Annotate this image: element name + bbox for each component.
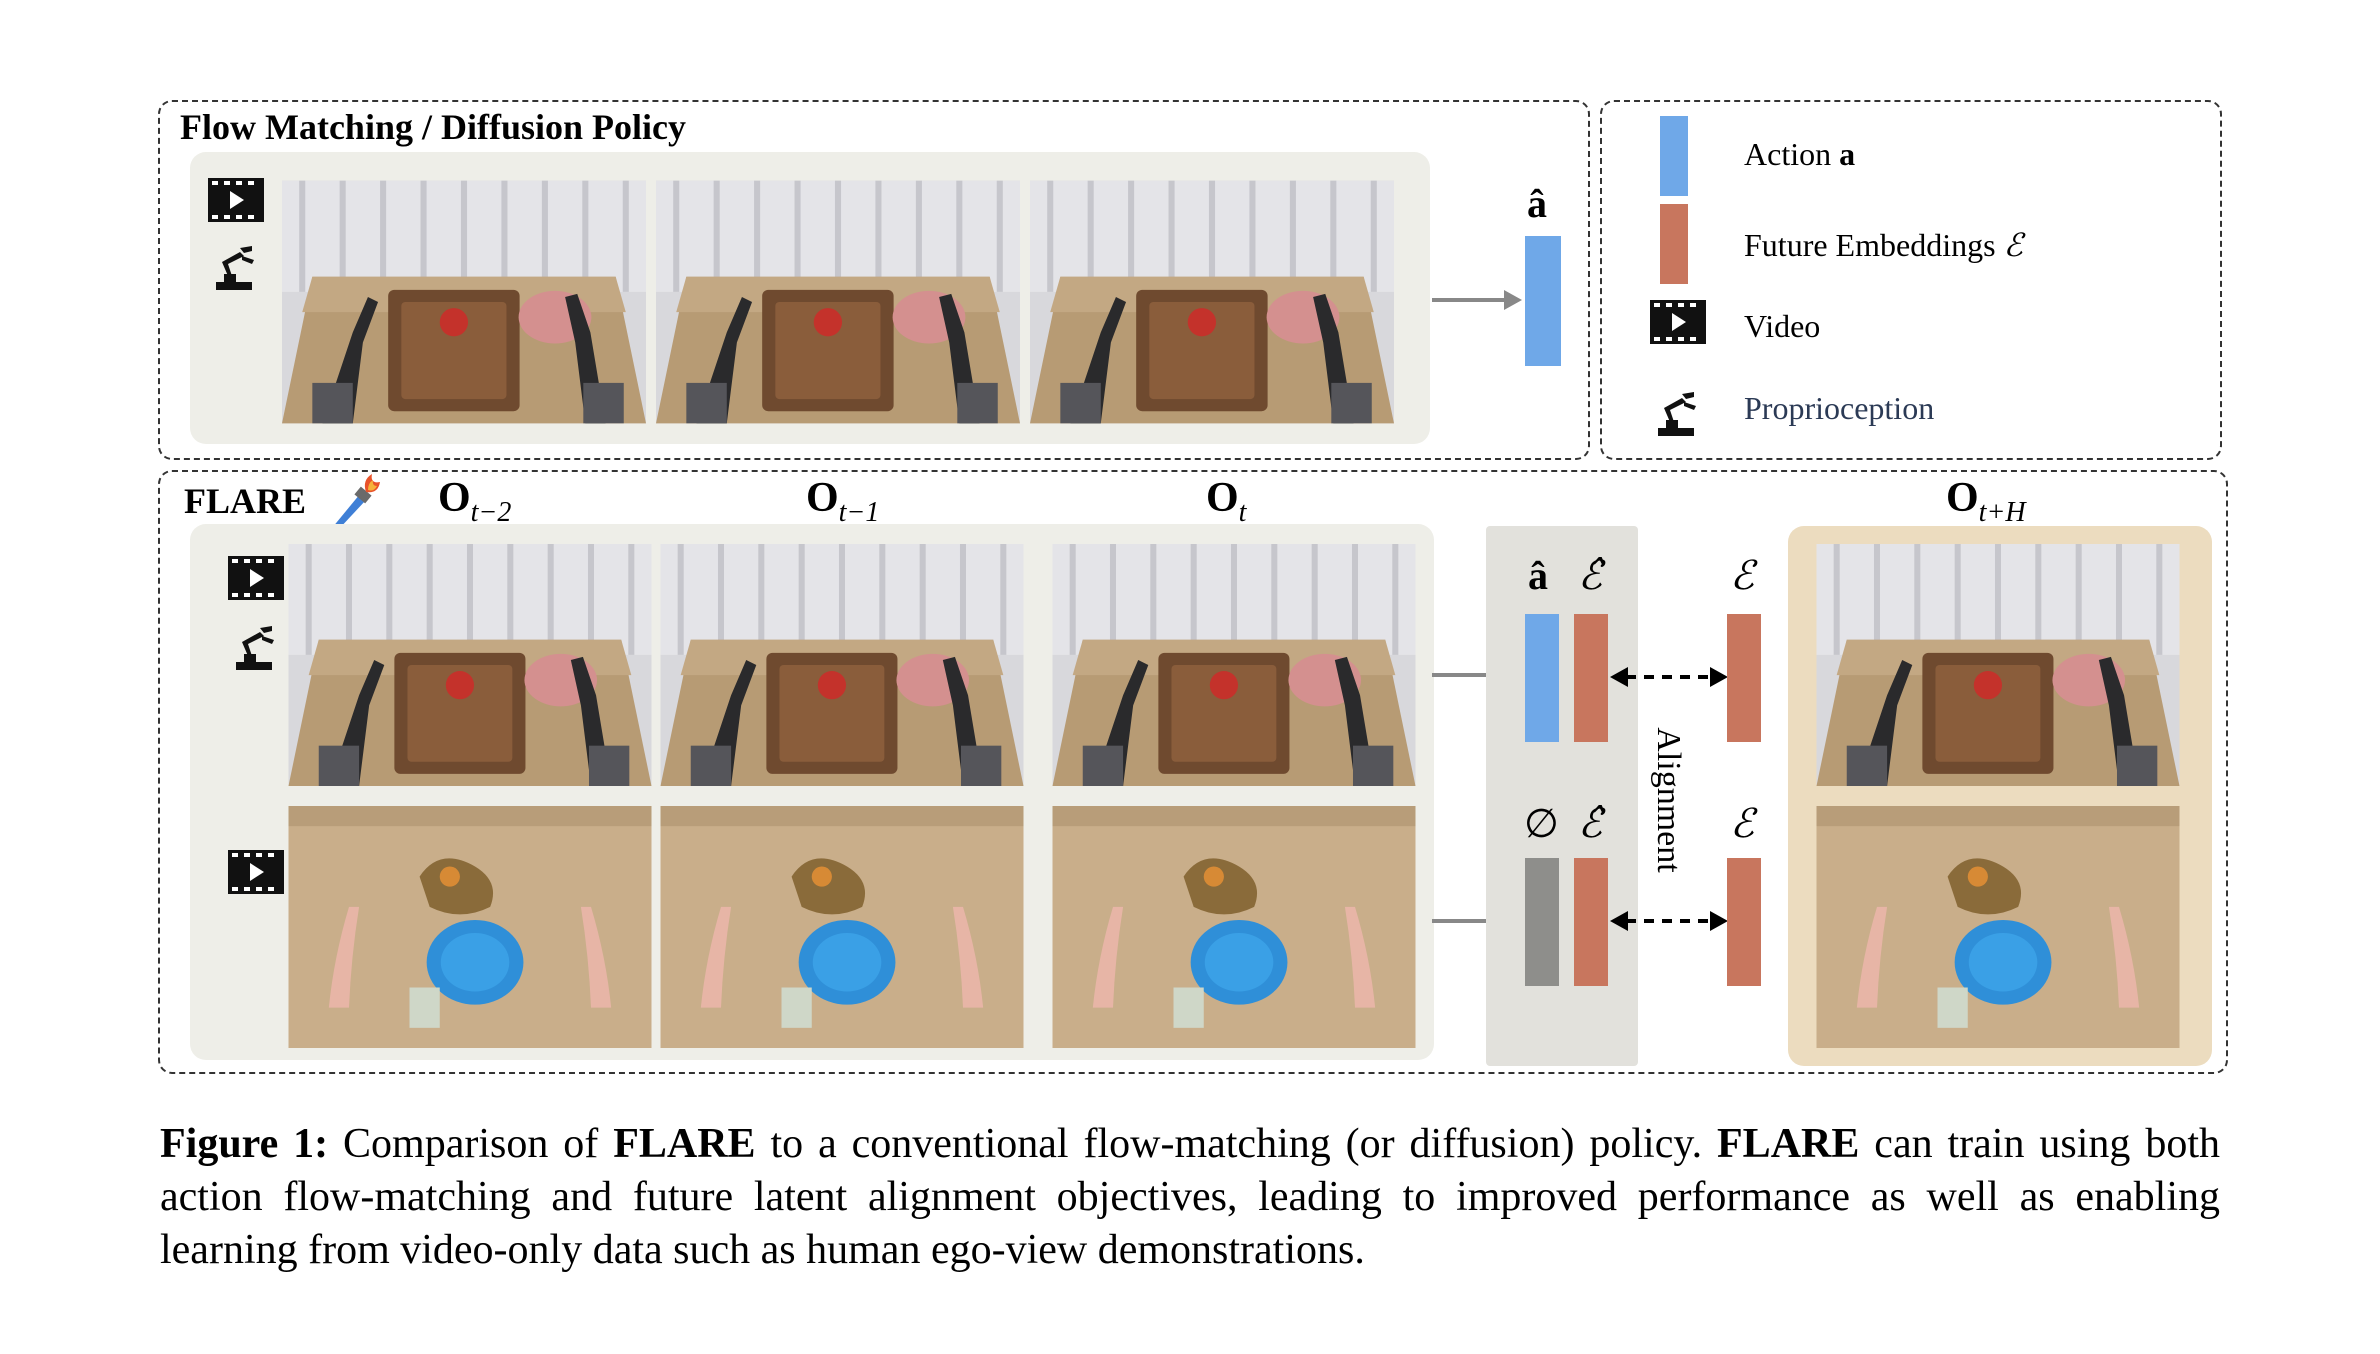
top-action-bar xyxy=(1525,236,1561,366)
caption-part3: can train using both action flow-matchin… xyxy=(160,1121,2220,1273)
obs-label-t-plus-h: Ot+H xyxy=(1946,475,2026,528)
legend-action: Action a xyxy=(1744,136,1855,173)
top-action-symbol: â xyxy=(1527,181,1547,226)
flare-title: FLARE xyxy=(184,481,307,521)
flare-video-icon-row2 xyxy=(228,850,284,894)
caption-flare-1: FLARE xyxy=(613,1121,756,1167)
obs-label-t-minus-2: Ot−2 xyxy=(438,475,512,528)
flow-matching-box xyxy=(158,100,1590,460)
top-frame-3 xyxy=(1030,180,1394,424)
pred-embedding-bar-row2 xyxy=(1574,858,1608,986)
target-embedding-bar-row2 xyxy=(1727,858,1761,986)
pred-action-bar xyxy=(1525,614,1559,742)
legend-proprio-label: Proprioception xyxy=(1744,390,1935,426)
future-human-frame xyxy=(1816,806,2180,1048)
target-embedding-symbol-row2: ℰ xyxy=(1730,801,1755,846)
flare-robot-frame-3 xyxy=(1052,544,1416,786)
legend-action-swatch xyxy=(1660,116,1688,196)
legend-action-label: Action xyxy=(1744,136,1832,172)
pred-embedding-bar-row1 xyxy=(1574,614,1608,742)
legend-future: Future Embeddings ℰ xyxy=(1744,226,2023,264)
caption-part1: Comparison of xyxy=(328,1121,614,1167)
obs-label-t-minus-1: Ot−1 xyxy=(806,475,880,528)
flare-robot-frame-1 xyxy=(288,544,652,786)
flare-human-frame-1 xyxy=(288,806,652,1048)
pred-embedding-symbol-row1: ℰ̂ xyxy=(1578,553,1603,598)
null-action-bar xyxy=(1525,858,1559,986)
legend-future-swatch xyxy=(1660,204,1688,284)
alignment-arrow-row1 xyxy=(1610,667,1728,687)
alignment-label: Alignment xyxy=(1650,727,1687,873)
prediction-panel xyxy=(1486,526,1638,1066)
top-frame-2 xyxy=(656,180,1020,424)
top-arrow xyxy=(1432,290,1522,310)
figure-caption: Figure 1: Comparison of FLARE to a conve… xyxy=(160,1118,2220,1277)
legend-future-symbol: ℰ xyxy=(2003,227,2023,263)
flare-human-frame-3 xyxy=(1052,806,1416,1048)
pred-embedding-symbol-row2: ℰ̂ xyxy=(1578,801,1603,846)
torch-icon xyxy=(332,474,380,530)
top-section-title: Flow Matching / Diffusion Policy xyxy=(180,107,686,147)
legend-action-symbol: a xyxy=(1839,136,1856,172)
flare-robot-frame-2 xyxy=(660,544,1024,786)
flare-video-icon-row1 xyxy=(228,556,284,600)
target-embedding-symbol-row1: ℰ xyxy=(1730,553,1755,598)
top-frame-1 xyxy=(282,180,646,424)
alignment-arrow-row2 xyxy=(1610,911,1728,931)
flare-robot-arm-icon xyxy=(236,626,274,670)
caption-part2: to a conventional flow-matching (or diff… xyxy=(755,1121,1718,1167)
legend-video-label: Video xyxy=(1744,308,1821,344)
legend-box xyxy=(1600,100,2222,460)
video-icon xyxy=(208,178,264,222)
legend-future-label: Future Embeddings xyxy=(1744,227,1996,263)
target-embedding-bar-row1 xyxy=(1727,614,1761,742)
pred-action-symbol: â xyxy=(1528,553,1548,598)
legend-robot-arm-icon xyxy=(1658,392,1696,436)
flare-box xyxy=(158,470,2228,1074)
flare-human-frame-2 xyxy=(660,806,1024,1048)
robot-arm-icon xyxy=(216,246,254,290)
null-action-symbol: ∅ xyxy=(1524,801,1559,846)
legend-video-icon xyxy=(1650,300,1706,344)
caption-flare-2: FLARE xyxy=(1717,1121,1860,1167)
caption-prefix: Figure 1: xyxy=(160,1121,329,1167)
future-robot-frame xyxy=(1816,544,2180,786)
obs-label-t: Ot xyxy=(1206,475,1247,528)
